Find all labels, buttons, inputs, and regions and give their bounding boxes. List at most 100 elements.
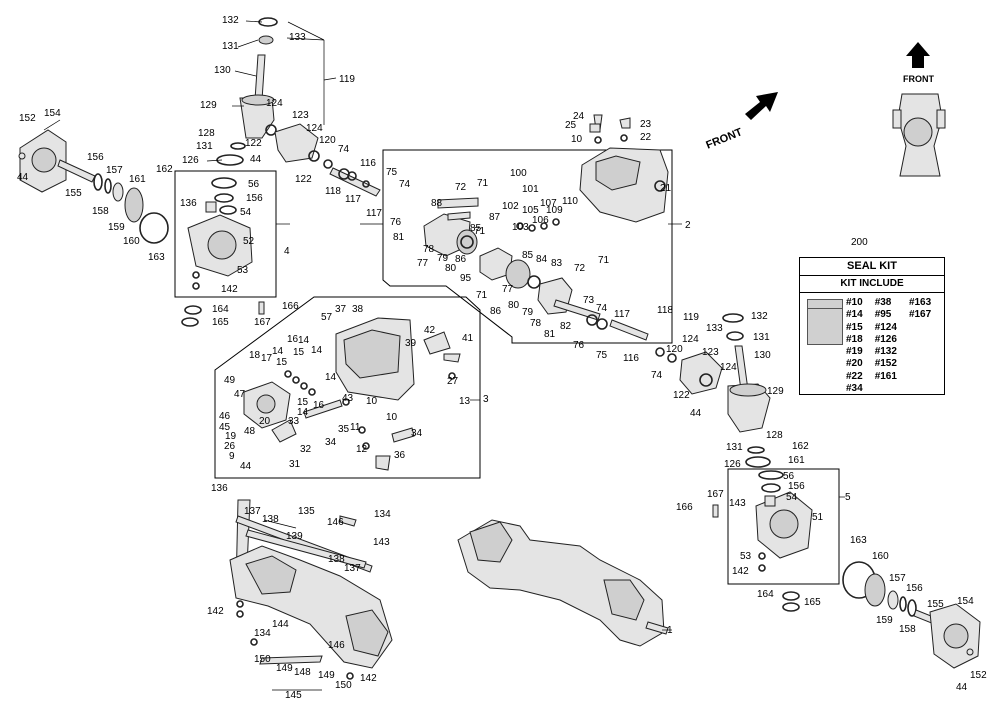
callout-label: 84 <box>536 254 548 265</box>
seal-kit-item: #20 <box>846 358 863 370</box>
leader-lines <box>43 20 845 691</box>
callout-label: 75 <box>386 167 398 178</box>
callout-label: 52 <box>243 236 255 247</box>
callout-label: 54 <box>786 492 798 503</box>
callout-label: 156 <box>246 193 263 204</box>
callout-label: 122 <box>295 174 312 185</box>
seal-kit-item: #22 <box>846 370 863 382</box>
seal-kit-item: #126 <box>874 333 897 345</box>
seal-kit-title: SEAL KIT <box>800 258 944 276</box>
callout-label: 150 <box>335 680 352 691</box>
callout-label: 32 <box>300 444 312 455</box>
callout-label: 145 <box>285 690 302 701</box>
callout-label: 142 <box>221 284 238 295</box>
seal-kit-column: #10#14#15#18#19#20#22#34 <box>846 297 863 395</box>
callout-label: 34 <box>411 428 423 439</box>
callout-label: 159 <box>108 222 125 233</box>
callout-label: 159 <box>876 615 893 626</box>
callout-label: 129 <box>200 100 217 111</box>
seal-kit-item: #15 <box>846 321 863 333</box>
callout-label: 48 <box>244 426 256 437</box>
callout-label: 105 <box>522 205 539 216</box>
callout-label: 163 <box>148 252 165 263</box>
callout-label: 87 <box>489 212 501 223</box>
callout-label: 86 <box>490 306 502 317</box>
assembled-axle <box>457 519 669 647</box>
callout-label: 122 <box>673 390 690 401</box>
upper-steering-parts <box>216 17 381 197</box>
callout-label: 44 <box>240 461 252 472</box>
callout-label: 44 <box>17 172 29 183</box>
seal-kit-item: #163 <box>908 297 932 308</box>
callout-label: 117 <box>366 208 382 219</box>
callout-label: 148 <box>294 667 311 678</box>
callout-label: 118 <box>657 305 673 316</box>
callout-label: 15 <box>297 397 309 408</box>
callout-label: 132 <box>751 311 768 322</box>
callout-label: 130 <box>754 350 771 361</box>
callout-label: 120 <box>319 135 336 146</box>
callout-label: 78 <box>423 244 435 255</box>
callout-label: 167 <box>254 317 271 328</box>
seal-kit-columns: #10#14#15#18#19#20#22#34 #38#95#124#126#1… <box>846 297 931 395</box>
seal-kit-bag-icon <box>807 299 843 345</box>
callout-label: 51 <box>812 512 824 523</box>
callout-label: 43 <box>342 393 354 404</box>
callout-label: 57 <box>321 312 333 323</box>
callout-label: 161 <box>129 174 146 185</box>
callout-label: 124 <box>720 362 737 373</box>
callout-label: 56 <box>783 471 795 482</box>
callout-label: 72 <box>574 263 586 274</box>
callout-label: 149 <box>276 663 293 674</box>
seal-kit-column: #163#167 <box>909 297 931 395</box>
callout-label: 79 <box>437 253 449 264</box>
callout-label: 54 <box>240 207 252 218</box>
callout-label: 26 <box>224 441 236 452</box>
callout-label: 73 <box>583 295 595 306</box>
callout-label: 129 <box>767 386 784 397</box>
callout-label: 76 <box>390 217 402 228</box>
callout-label: 1 <box>667 625 673 636</box>
callout-label: 138 <box>262 514 279 525</box>
callout-label: 49 <box>224 375 236 386</box>
callout-label: 33 <box>288 416 300 427</box>
callout-label: 107 <box>540 198 557 209</box>
callout-label: 86 <box>455 254 467 265</box>
seal-kit-number: 200 <box>851 237 868 248</box>
valve-parts <box>243 317 461 471</box>
front-arrow-label: FRONT <box>704 126 744 151</box>
callout-label: 128 <box>198 128 215 139</box>
tractor-arrow-icon <box>906 42 930 68</box>
callout-label: 144 <box>272 619 289 630</box>
callout-label: 5 <box>845 492 851 503</box>
callout-label: 163 <box>850 535 867 546</box>
callout-label: 109 <box>546 205 563 216</box>
callout-label: 130 <box>214 65 231 76</box>
callout-label: 15 <box>276 357 288 368</box>
callout-label: 80 <box>445 263 457 274</box>
callout-label: 56 <box>248 179 260 190</box>
seal-kit-column: #38#95#124#126#132#152#161 <box>875 297 897 395</box>
callout-label: 124 <box>306 123 323 134</box>
callout-label: 14 <box>297 407 309 418</box>
callout-label: 134 <box>254 628 271 639</box>
callout-label: 160 <box>123 236 140 247</box>
callout-label: 103 <box>512 222 529 233</box>
callout-label: 166 <box>282 301 299 312</box>
seal-kit-legend: SEAL KIT KIT INCLUDE #10#14#15#18#19#20#… <box>799 257 945 395</box>
callout-label: 167 <box>707 489 724 500</box>
front-arrow-icon <box>745 92 778 120</box>
callout-label: 71 <box>598 255 610 266</box>
callout-label: 25 <box>565 120 577 131</box>
seal-kit-item: #161 <box>874 370 897 382</box>
callout-label: 120 <box>666 344 683 355</box>
callout-label: 122 <box>245 138 262 149</box>
callout-label: 83 <box>551 258 563 269</box>
callout-label: 71 <box>474 226 486 237</box>
callout-label: 85 <box>522 250 534 261</box>
box-left-hub <box>174 170 277 298</box>
callout-label: 4 <box>284 246 290 257</box>
callout-label: 164 <box>212 304 229 315</box>
callout-label: 119 <box>683 312 699 323</box>
callout-label: 81 <box>393 232 405 243</box>
